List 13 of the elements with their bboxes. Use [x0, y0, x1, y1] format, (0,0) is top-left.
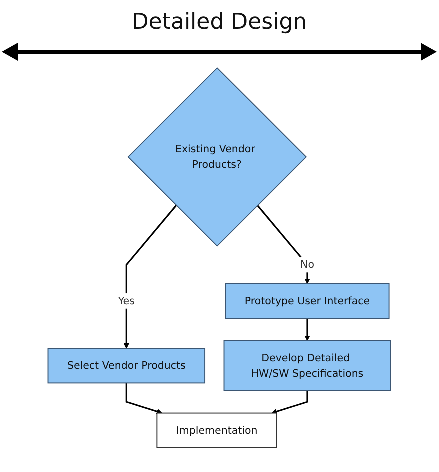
arrow	[124, 205, 178, 349]
node-diamond: Existing Vendor Products?	[128, 67, 308, 247]
node-box: Develop Detailed HW/SW Specifications	[224, 340, 392, 392]
node-box: Prototype User Interface	[225, 283, 390, 319]
node-box: Implementation	[156, 412, 278, 448]
edge-label: Yes	[118, 294, 135, 307]
diagram-title: Detailed Design	[132, 10, 308, 35]
node-box: Select Vendor Products	[48, 348, 206, 384]
arrow	[257, 205, 310, 284]
arrow	[304, 318, 310, 342]
arrow	[126, 383, 162, 414]
arrow	[272, 390, 308, 414]
edge-label: No	[300, 258, 314, 271]
